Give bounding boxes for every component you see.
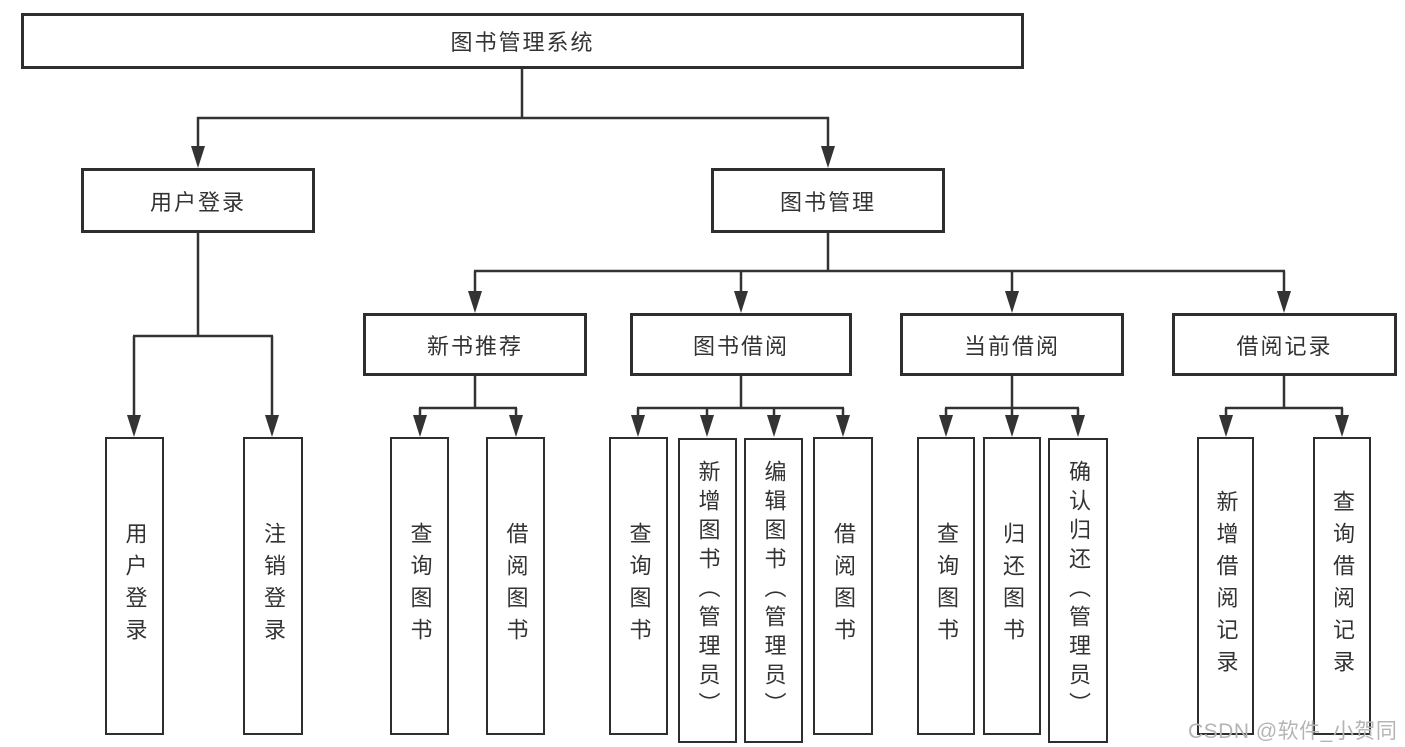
arrow-icon	[1005, 415, 1019, 437]
arrow-icon	[191, 146, 205, 168]
connector-new-book-recommend-to-children	[418, 375, 518, 418]
arrow-icon	[939, 415, 953, 437]
node-book-borrow: 图书借阅	[630, 313, 852, 376]
node-book-management: 图书管理	[711, 168, 945, 233]
arrow-icon	[821, 146, 835, 168]
arrow-icon	[1005, 291, 1019, 313]
node-new-book-recommend: 新书推荐	[363, 313, 587, 376]
leaf-newbook-borrow-books: 借阅图书	[486, 437, 545, 735]
arrow-icon	[509, 415, 523, 437]
arrow-icon	[468, 291, 482, 313]
leaf-current-return-books: 归还图书	[983, 437, 1041, 735]
arrow-icon	[413, 415, 427, 437]
leaf-bookborrow-edit-books-admin: 编辑图书（管理员）	[744, 438, 803, 743]
arrow-icon	[734, 291, 748, 313]
connector-book-management-to-children	[473, 232, 1286, 294]
connector-root-to-level2	[196, 68, 830, 150]
connector-current-borrow-to-children	[944, 375, 1080, 418]
leaf-current-query-books: 查询图书	[917, 437, 975, 735]
connector-borrow-records-to-children	[1224, 375, 1344, 418]
arrow-icon	[1335, 415, 1349, 437]
leaf-user-login: 用户登录	[105, 437, 164, 735]
csdn-watermark: CSDN @软件_小贺同学	[1188, 720, 1398, 743]
arrow-icon	[700, 415, 714, 437]
leaf-logout: 注销登录	[243, 437, 303, 735]
arrow-icon	[631, 415, 645, 437]
arrow-icon	[1071, 415, 1085, 437]
connector-user-login-to-children	[132, 232, 274, 418]
arrow-icon	[767, 415, 781, 437]
leaf-records-query-borrow-record: 查询借阅记录	[1313, 437, 1371, 735]
arrow-icon	[836, 415, 850, 437]
node-library-management-system: 图书管理系统	[21, 13, 1024, 69]
arrow-icon	[127, 415, 141, 437]
connector-book-borrow-to-children	[636, 375, 845, 418]
arrow-icon	[1219, 415, 1233, 437]
node-current-borrow: 当前借阅	[900, 313, 1124, 376]
node-borrow-records: 借阅记录	[1172, 313, 1397, 376]
leaf-current-confirm-return-admin: 确认归还（管理员）	[1048, 438, 1108, 743]
arrow-icon	[1277, 291, 1291, 313]
arrow-icon	[265, 415, 279, 437]
leaf-bookborrow-query-books: 查询图书	[609, 437, 668, 735]
leaf-bookborrow-add-books-admin: 新增图书（管理员）	[678, 438, 737, 743]
node-user-login: 用户登录	[81, 168, 315, 233]
leaf-newbook-query-books: 查询图书	[390, 437, 449, 735]
leaf-bookborrow-borrow-books: 借阅图书	[813, 437, 873, 735]
leaf-records-add-borrow-record: 新增借阅记录	[1197, 437, 1254, 735]
